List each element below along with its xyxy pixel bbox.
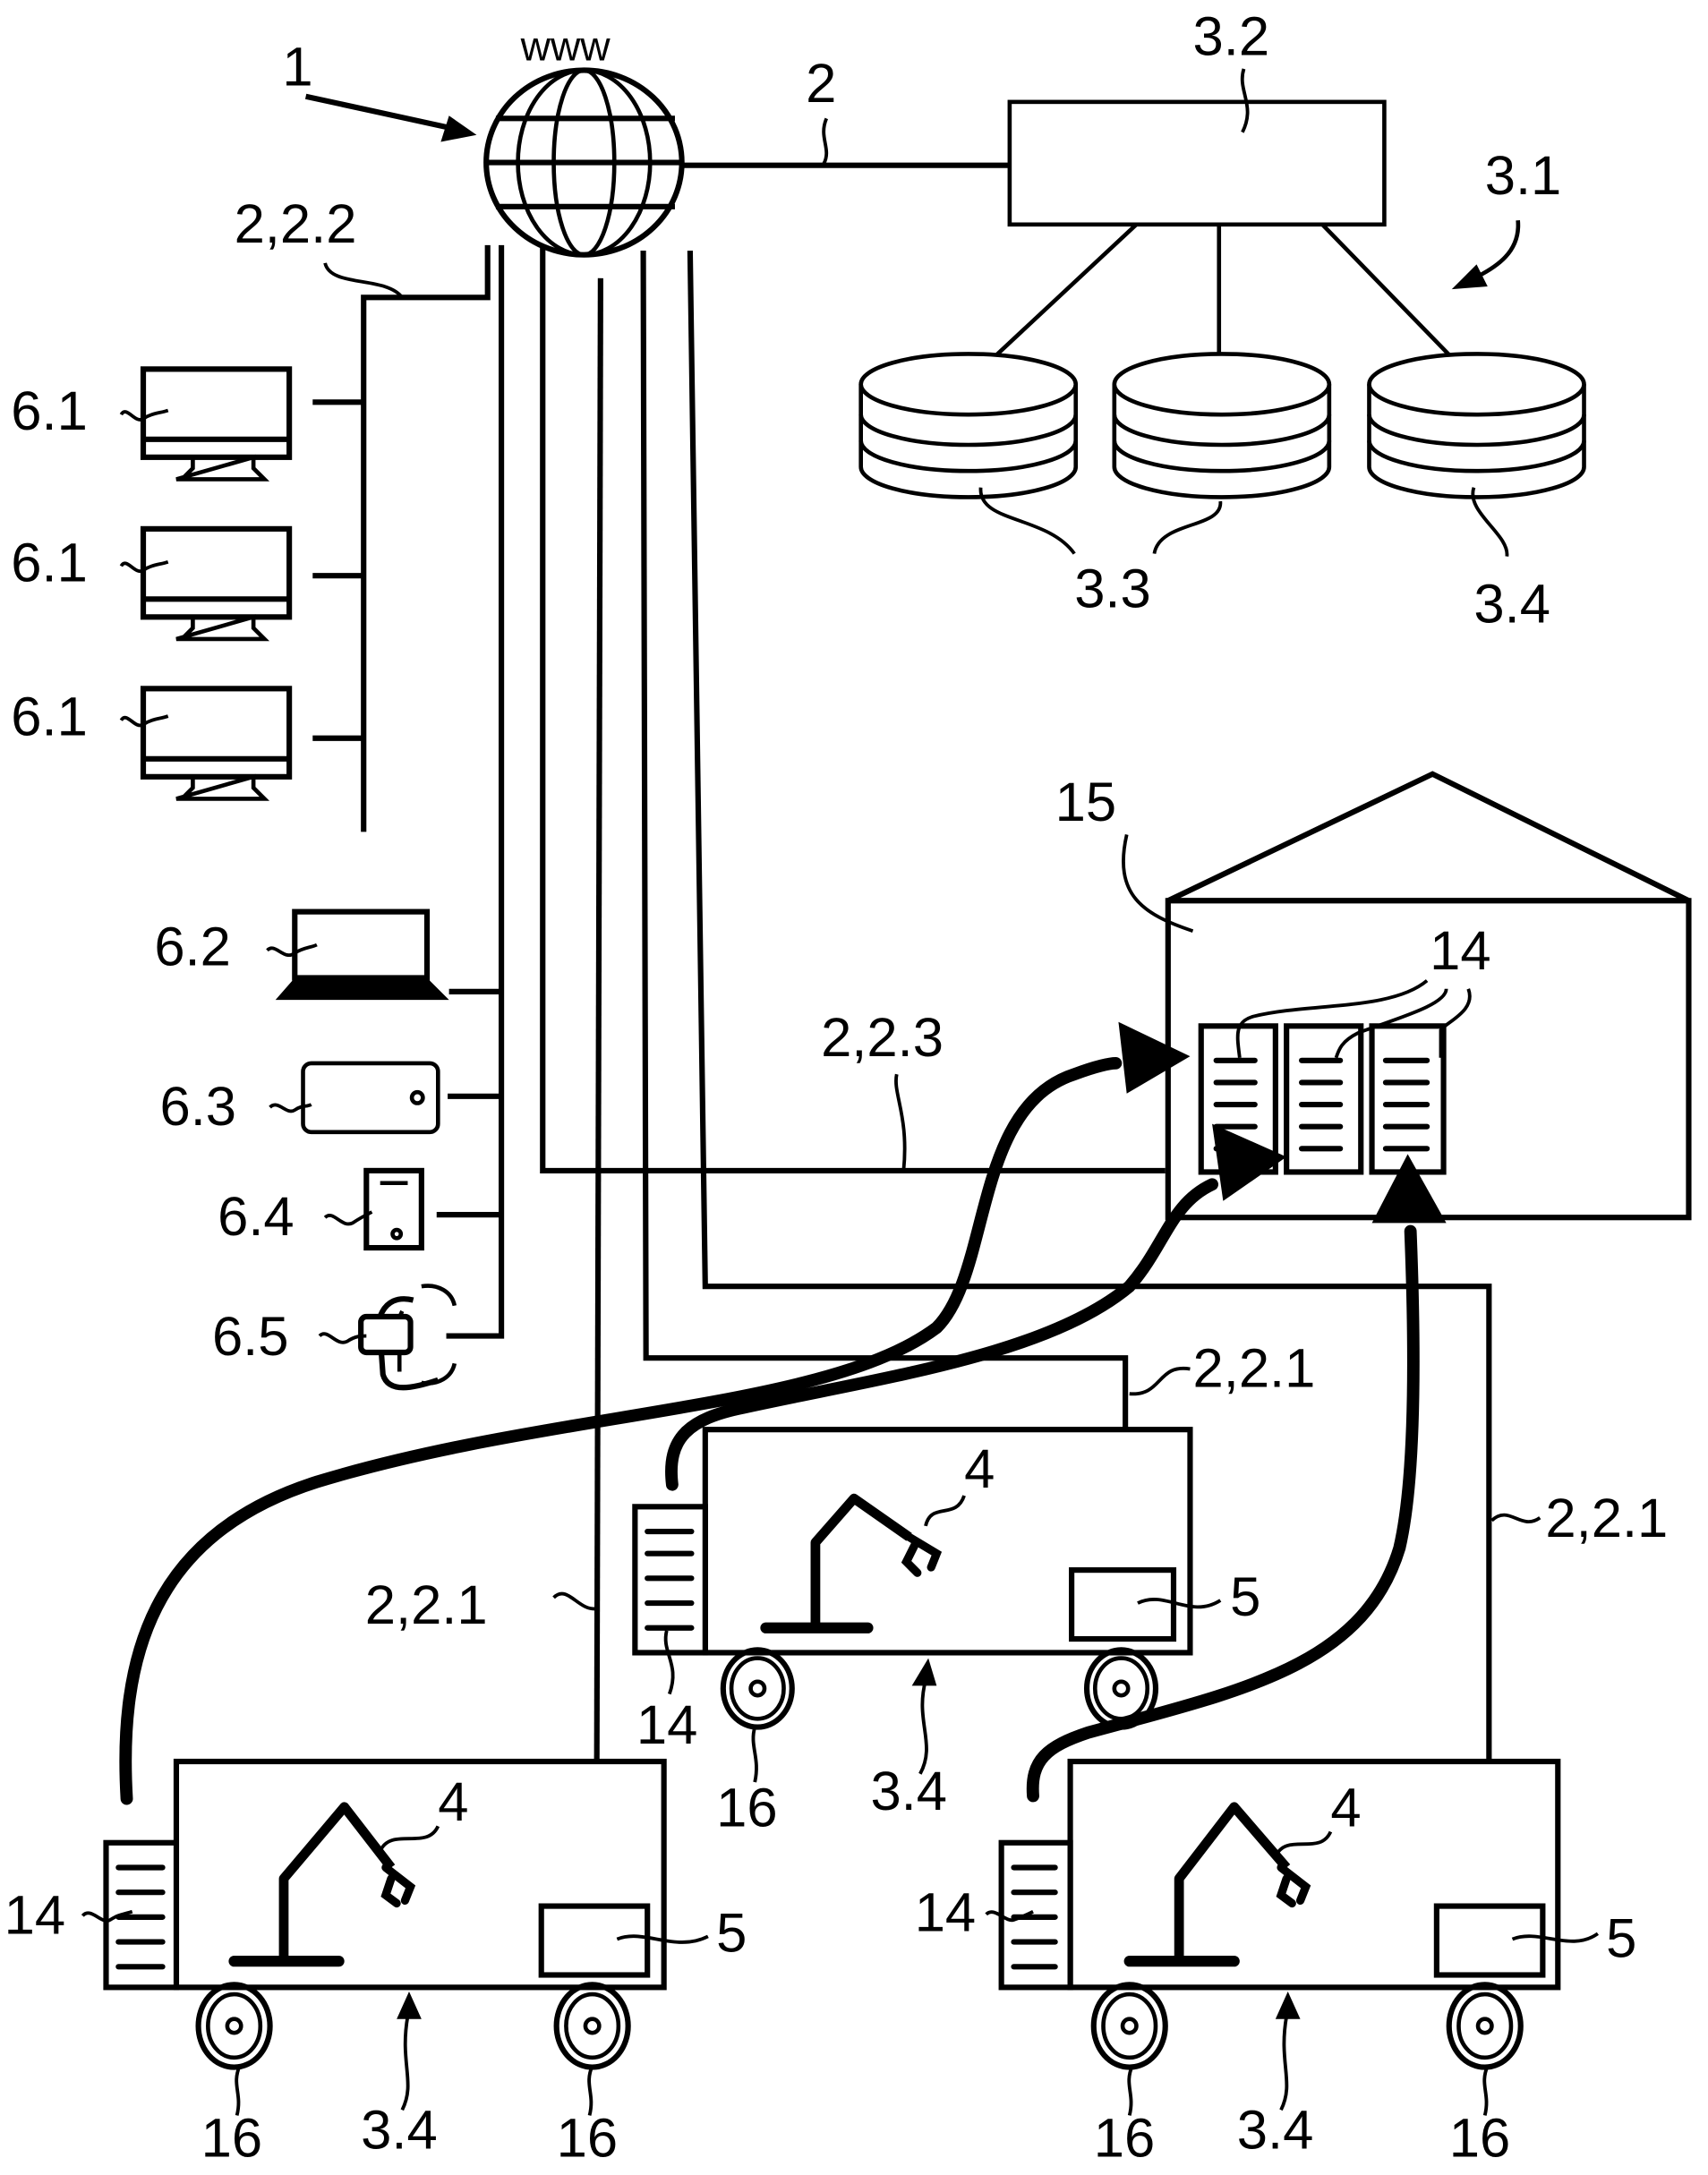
wheel-icon — [1087, 1650, 1156, 1727]
database-icon — [1369, 354, 1584, 497]
wheel-icon — [199, 1984, 270, 2067]
ref-2-2-1-leader — [1130, 1369, 1191, 1395]
ref-3-4-label: 3.4 — [1473, 573, 1550, 635]
ref-16-left-b-label: 16 — [557, 2108, 618, 2170]
ref-6-5-label: 6.5 — [212, 1306, 289, 1368]
wheel-icon — [1094, 1984, 1166, 2067]
ref-14-mid-label: 14 — [636, 1694, 697, 1756]
ref-5-right-label: 5 — [1606, 1908, 1636, 1970]
database-icon — [1114, 354, 1329, 497]
ref-2-2-2-leader — [325, 263, 402, 297]
ref-6-4-label: 6.4 — [218, 1186, 295, 1248]
server-box — [1010, 102, 1385, 225]
ref-15-label: 15 — [1055, 772, 1116, 833]
ref-3-4-mid-label: 3.4 — [870, 1761, 947, 1822]
ref-4-right-label: 4 — [1330, 1777, 1361, 1838]
workstation-icon — [143, 529, 289, 639]
ref-2-leader — [824, 118, 826, 164]
ref-4-left-label: 4 — [438, 1771, 468, 1833]
ref-3-4-arrow-icon — [1276, 1992, 1301, 2019]
controller-box — [542, 1906, 647, 1975]
ref-3-1-label: 3.1 — [1485, 145, 1562, 207]
controller-box — [1072, 1570, 1174, 1639]
ref-3-4-arrow-icon — [912, 1659, 937, 1686]
ref-2-2-1-leader — [554, 1594, 597, 1609]
ref-3-4-arrow-icon — [397, 1992, 422, 2019]
ref-16-leader — [1484, 2066, 1488, 2115]
mobile-robot — [635, 1429, 1190, 1727]
ref-4-mid-label: 4 — [964, 1438, 995, 1500]
ref-2-2-3-leader — [896, 1074, 905, 1171]
smartphone-icon — [303, 1063, 439, 1132]
ref-14-warehouse-label: 14 — [1430, 920, 1490, 982]
ref-3-3-leader-b — [1154, 501, 1220, 553]
ref-2-2-1-right-label: 2,2.1 — [1545, 1488, 1668, 1549]
ref-1-arrow-icon — [306, 97, 477, 142]
internet-label: www — [520, 23, 611, 70]
ref-1-label: 1 — [282, 36, 312, 98]
ref-2-2-2-label: 2,2.2 — [235, 193, 357, 255]
smartwatch-icon — [361, 1286, 455, 1388]
wheel-icon — [557, 1984, 628, 2067]
tablet-icon — [366, 1171, 422, 1248]
ref-16-mid-label: 16 — [716, 1777, 777, 1838]
ref-2-2-3-label: 2,2.3 — [821, 1007, 944, 1069]
workstation-icon — [143, 688, 289, 798]
laptop-icon — [276, 912, 449, 1000]
ref-6-3-label: 6.3 — [159, 1076, 236, 1138]
robot-left-link — [596, 278, 601, 1906]
ref-2-2-1-mid-label: 2,2.1 — [1193, 1337, 1316, 1399]
ref-16-left-a-label: 16 — [201, 2108, 262, 2170]
ref-16-leader — [1129, 2066, 1132, 2115]
ref-3-3-label: 3.3 — [1074, 559, 1151, 620]
mobile-robot — [1002, 1761, 1559, 2068]
ref-2-2-1-left-label: 2,2.1 — [365, 1574, 488, 1636]
ref-6-2-label: 6.2 — [154, 917, 231, 978]
ref-2-2-1-leader — [1491, 1515, 1540, 1522]
database-icon — [861, 354, 1076, 497]
ref-16-leader — [236, 2066, 240, 2115]
ref-3-4-leader — [402, 2017, 407, 2111]
ref-2-label: 2 — [806, 53, 836, 115]
workstation-icon — [143, 369, 289, 479]
ref-16-right-a-label: 16 — [1094, 2108, 1155, 2170]
ref-16-leader — [753, 1727, 756, 1783]
wheel-icon — [1449, 1984, 1521, 2067]
ref-14-right-label: 14 — [915, 1881, 976, 1943]
ref-16-right-b-label: 16 — [1449, 2108, 1510, 2170]
device-bus-main — [447, 245, 502, 1336]
ref-3-2-label: 3.2 — [1193, 6, 1270, 68]
internet-globe-icon — [486, 70, 681, 254]
ref-3-4-leader — [1281, 2017, 1286, 2111]
controller-box — [1437, 1906, 1542, 1975]
ref-6-1-label: 6.1 — [11, 687, 88, 748]
ref-5-left-label: 5 — [716, 1902, 747, 1964]
ref-14-left-label: 14 — [4, 1884, 65, 1946]
ref-16-leader — [589, 2066, 593, 2115]
ref-6-1-label: 6.1 — [11, 380, 88, 442]
wheel-icon — [723, 1650, 792, 1727]
ref-5-mid-label: 5 — [1230, 1566, 1260, 1628]
ref-3-4-right-label: 3.4 — [1237, 2099, 1314, 2161]
ref-3-4-left-label: 3.4 — [361, 2099, 438, 2161]
ref-6-1-label: 6.1 — [11, 532, 88, 593]
mobile-robot — [106, 1761, 663, 2068]
storage-rack-icon — [1286, 1026, 1361, 1172]
device-bus-upper — [363, 245, 487, 832]
ref-3-1-arrow-icon — [1452, 220, 1518, 289]
storage-rack-icon — [1372, 1026, 1444, 1172]
